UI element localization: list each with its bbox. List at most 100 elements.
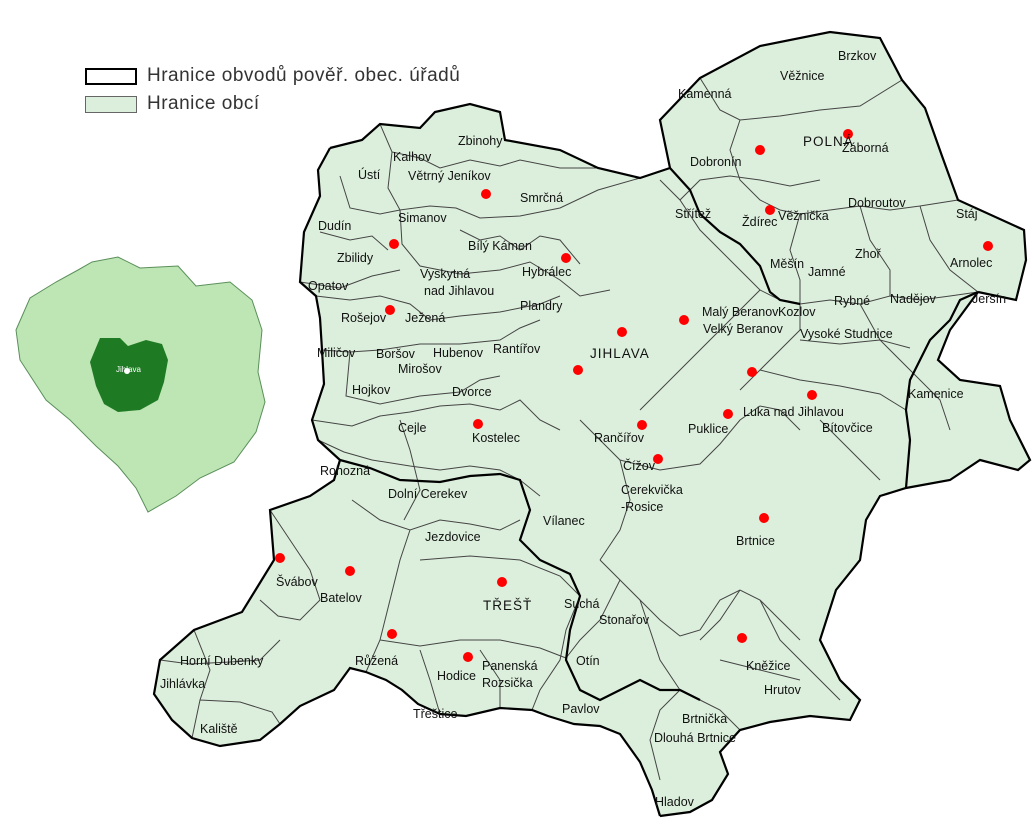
place-label: Rančířov [594,431,645,445]
municipal-seat-marker [765,205,775,215]
place-label: Zhoř [855,247,882,261]
place-label: Bítovčice [822,421,873,435]
municipal-seat-marker [275,553,285,563]
place-label: Hrutov [764,683,802,697]
legend-item-district: Hranice obvodů pověř. obec. úřadů [85,62,460,90]
municipal-boundary [379,123,598,169]
place-label: Puklice [688,422,728,436]
place-label: Bílý Kámen [468,239,532,253]
place-label: Hodice [437,669,476,683]
municipal-seat-marker [747,367,757,377]
municipal-boundary [299,175,401,289]
place-label: Suchá [564,597,599,611]
place-label: Zbinohy [458,134,503,148]
place-label: Boršov [376,347,416,361]
municipal-seat-marker [637,420,647,430]
place-label: Větrný Jeníkov [408,169,491,183]
place-label: Vysoké Studnice [800,327,893,341]
place-label: Cerekvička-Rosice [621,483,683,514]
place-label: Záborná [842,141,889,155]
place-label: Dobroutov [848,196,906,210]
municipal-seat-marker [389,239,399,249]
legend-item-municipal: Hranice obcí [85,90,460,118]
place-label: Jersín [972,292,1006,306]
place-label: Vílanec [543,514,585,528]
municipal-seat-marker [723,409,733,419]
place-labels: BrzkovVěžniceKamennáPOLNÁZábornáDobronín… [160,49,1006,809]
place-label: Dudín [318,219,351,233]
place-label: Kamenice [908,387,964,401]
municipal-seat-markers [275,129,993,662]
place-label: Kalhov [393,150,432,164]
inset-region-map: Jihlava [15,256,266,513]
place-label: Střítež [675,207,711,221]
place-label: Nadějov [890,292,937,306]
inset-district-highlight [90,338,168,412]
municipal-boundary [317,419,541,521]
inset-city-dot [124,368,130,374]
place-label: Věžnice [780,69,825,83]
place-label: Ústí [358,167,381,182]
place-label: Jihlávka [160,677,205,691]
municipal-boundary [321,319,541,405]
municipal-seat-marker [653,454,663,464]
place-label: Dolní Cerekev [388,487,468,501]
place-label: Kaliště [200,722,238,736]
place-label: Čížov [623,458,656,473]
place-label: Dlouhá Brtnice [654,731,736,745]
place-label: Batelov [320,591,362,605]
place-label: Arnolec [950,256,992,270]
place-label: Zbilidy [337,251,374,265]
municipal-seat-marker [983,241,993,251]
place-label: POLNÁ [803,134,854,149]
place-label: Jezdovice [425,530,481,544]
municipal-boundary-swatch [85,95,137,113]
place-label: Měšín [770,257,804,271]
district-boundary [329,102,671,180]
place-label: Simanov [398,211,447,225]
municipal-seat-marker [807,390,817,400]
municipal-boundary [259,499,521,621]
place-label: Stonařov [599,613,650,627]
place-label: Plandry [520,299,563,313]
inset-city-label: Jihlava [116,365,141,374]
place-label: Velký Beranov [703,322,784,336]
district-boundaries [152,30,1032,818]
place-label: Opatov [308,279,349,293]
place-label: Brtnice [736,534,775,548]
place-label: Brtnička [682,712,727,726]
municipal-boundary [399,209,611,297]
district-boundary [152,147,662,817]
municipal-seat-marker [617,327,627,337]
legend-label-municipal: Hranice obcí [147,93,260,114]
place-label: Mirošov [398,362,443,376]
place-label: TŘEŠŤ [483,598,532,613]
district-boundary [904,290,979,489]
municipal-boundary [679,175,979,304]
municipal-seat-marker [463,652,473,662]
municipal-seat-marker [843,129,853,139]
municipal-seat-marker [481,189,491,199]
place-label: Cejle [398,421,427,435]
place-label: Rybné [834,294,870,308]
place-label: Stáj [956,207,978,221]
municipal-boundary [699,589,841,701]
place-label: Ždírec [742,214,777,229]
municipal-boundary [315,295,561,321]
place-label: Otín [576,654,600,668]
municipal-boundary [159,629,281,739]
municipal-boundary [379,639,567,715]
municipal-seat-marker [755,145,765,155]
place-label: Věžnička [778,209,829,223]
place-label: JIHLAVA [590,346,650,361]
municipal-boundaries [159,77,979,781]
place-label: Jamné [808,265,846,279]
place-label: Rošejov [341,311,387,325]
place-label: Dobronín [690,155,741,169]
place-label: Ježená [405,311,445,325]
place-label: Luka nad Jihlavou [743,405,844,419]
place-label: Malý Beranov [702,305,779,319]
